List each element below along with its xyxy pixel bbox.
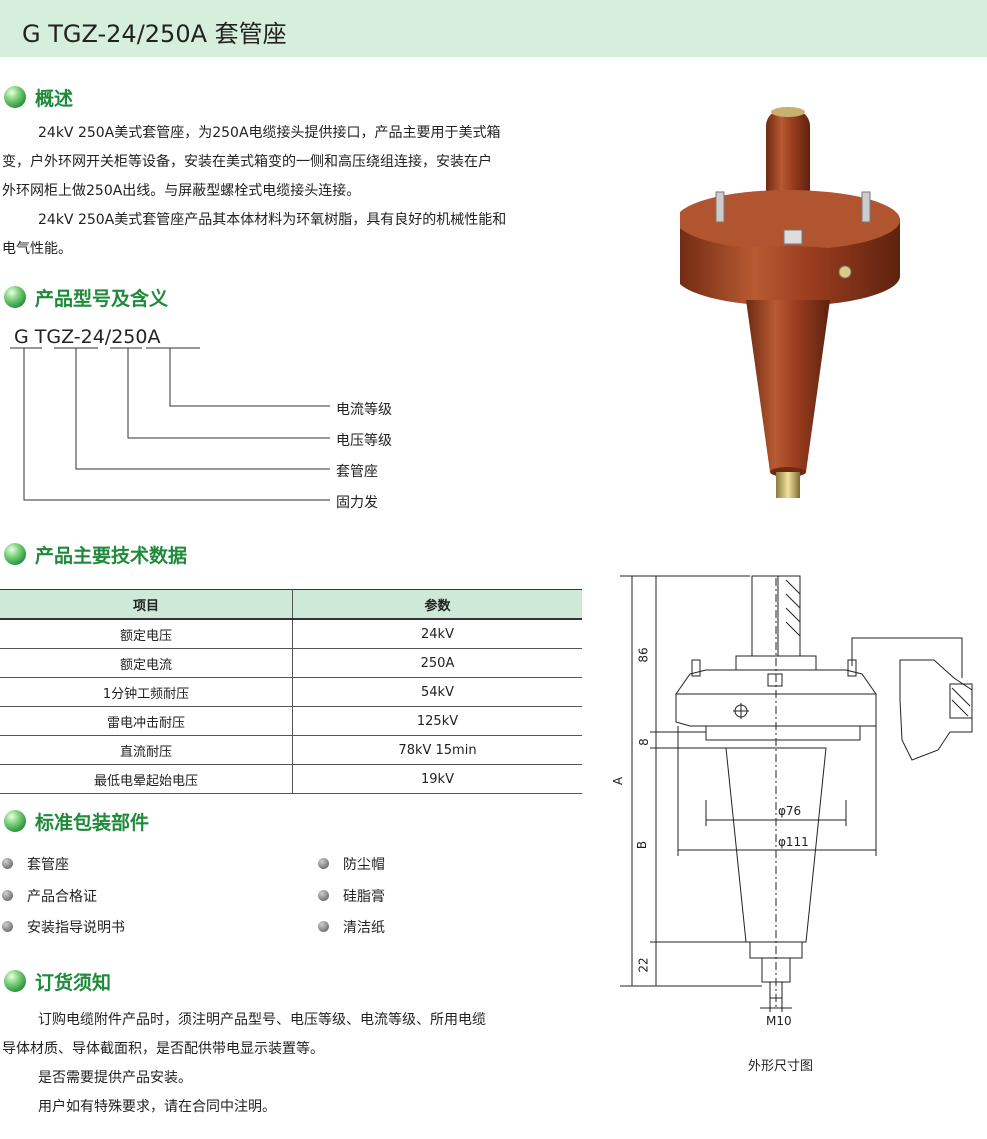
green-ball-icon [4, 86, 26, 108]
overview-line: 变，户外环网开关柜等设备，安装在美式箱变的一侧和高压绕组连接，安装在户 [2, 154, 492, 170]
bullet-icon [318, 858, 329, 869]
section-title: 标准包装部件 [35, 812, 150, 834]
drawing-caption: 外形尺寸图 [748, 1059, 814, 1074]
bullet-icon [318, 890, 329, 901]
overview-line: 电气性能。 [2, 241, 72, 257]
cell-item: 雷电冲击耐压 [0, 706, 293, 736]
page-title: G TGZ-24/250A 套管座 [22, 20, 287, 48]
dimension-drawing [620, 575, 973, 1012]
cell-item: 1分钟工频耐压 [0, 677, 293, 707]
cell-item: 最低电晕起始电压 [0, 764, 293, 794]
cell-value: 78kV 15min [292, 735, 582, 765]
model-label-type: 套管座 [336, 464, 378, 480]
overview-line: 24kV 250A美式套管座，为250A电缆接头提供接口，产品主要用于美式箱 [38, 125, 501, 141]
cell-value: 125kV [292, 706, 582, 736]
green-ball-icon [4, 543, 26, 565]
header-param: 参数 [292, 589, 582, 620]
cell-value: 19kV [292, 764, 582, 794]
model-label-brand: 固力发 [336, 495, 378, 511]
bullet-icon [318, 921, 329, 932]
dim-A: A [611, 776, 626, 786]
product-photo [680, 107, 900, 498]
dim-86: 86 [636, 647, 651, 663]
model-label-voltage: 电压等级 [336, 433, 392, 449]
section-title: 产品主要技术数据 [35, 545, 188, 567]
bullet-icon [2, 921, 13, 932]
dim-M10: M10 [766, 1014, 792, 1028]
model-label-current: 电流等级 [336, 402, 392, 418]
green-ball-icon [4, 286, 26, 308]
dim-phi76: φ76 [778, 804, 802, 818]
model-code: G TGZ-24/250A [14, 326, 161, 348]
cell-value: 54kV [292, 677, 582, 707]
dim-phi111: φ111 [778, 835, 809, 849]
order-line: 导体材质、导体截面积，是否配供带电显示装置等。 [2, 1041, 324, 1057]
dim-8: 8 [636, 738, 651, 746]
bullet-icon [2, 858, 13, 869]
green-ball-icon [4, 970, 26, 992]
title-bar: G TGZ-24/250A 套管座 [0, 0, 987, 57]
section-title: 概述 [35, 88, 74, 110]
model-breakdown-lines [10, 347, 330, 501]
order-line: 是否需要提供产品安装。 [38, 1070, 192, 1086]
overview-line: 24kV 250A美式套管座产品其本体材料为环氧树脂，具有良好的机械性能和 [38, 212, 507, 228]
section-title: 订货须知 [35, 972, 112, 994]
section-title: 产品型号及含义 [35, 288, 169, 310]
overview-line: 外环网柜上做250A出线。与屏蔽型螺栓式电缆接头连接。 [2, 183, 361, 199]
green-ball-icon [4, 810, 26, 832]
bullet-icon [2, 890, 13, 901]
table-header-row: 项目 参数 [0, 589, 582, 620]
cell-item: 额定电流 [0, 648, 293, 678]
dim-B: B [635, 840, 650, 850]
cell-value: 24kV [292, 619, 582, 649]
header-item: 项目 [0, 589, 293, 620]
order-line: 用户如有特殊要求，请在合同中注明。 [38, 1099, 276, 1115]
order-line: 订购电缆附件产品时，须注明产品型号、电压等级、电流等级、所用电缆 [38, 1012, 486, 1028]
cell-item: 额定电压 [0, 619, 293, 649]
dim-22: 22 [636, 957, 651, 973]
cell-value: 250A [292, 648, 582, 678]
cell-item: 直流耐压 [0, 735, 293, 765]
